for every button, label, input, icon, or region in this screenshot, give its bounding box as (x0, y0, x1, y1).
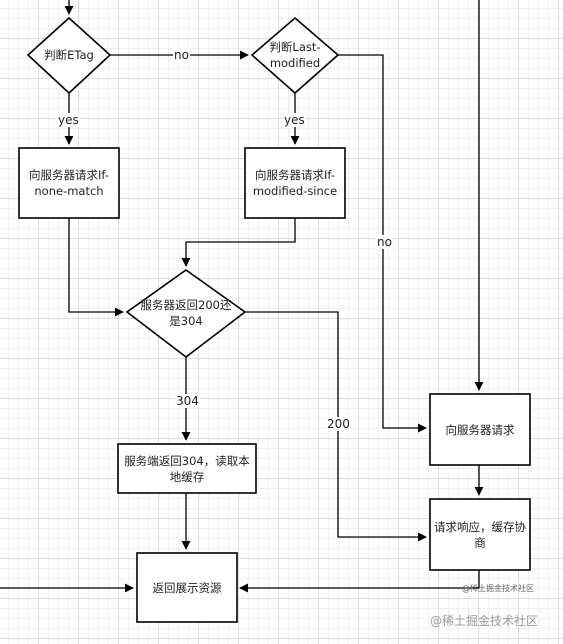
if-none-match-label: 向服务器请求If-none-match (29, 168, 109, 198)
if-modified-since-label: 向服务器请求If-modified-since (252, 168, 338, 198)
watermark: @稀土掘金技术社区 (430, 614, 539, 628)
server-return-diamond (125, 269, 247, 359)
edge-label-304: 304 (175, 394, 200, 408)
if-modified-since-box (244, 147, 346, 219)
show-resource-label: 返回展示资源 (152, 580, 222, 595)
edge-label-etag-yes: yes (57, 113, 80, 127)
edge-ifnone-to-server (68, 218, 124, 317)
lastmod-decision-diamond (250, 16, 340, 95)
etag-decision-label: 判断ETag (44, 48, 94, 62)
edge-label-etag-no: no (173, 48, 190, 62)
edge-response-to-show (239, 570, 480, 593)
request-server-box (429, 393, 531, 466)
server-return-label: 服务器返回200还是304 (140, 298, 232, 328)
edge-label-lastmod-yes: yes (283, 113, 306, 127)
return-304-label: 服务端返回304，读取本地缓存 (124, 453, 250, 484)
response-cache-box (429, 498, 531, 571)
response-cache-label: 请求响应，缓存协商 (434, 519, 526, 550)
return-304-box (117, 443, 257, 494)
request-server-label: 向服务器请求 (445, 422, 515, 437)
lastmod-decision-label: 判断Last-modified (269, 40, 321, 70)
edge-ifmod-to-server (181, 218, 296, 267)
watermark-small: @稀土掘金技术社区 (462, 584, 534, 593)
if-none-match-box (18, 147, 120, 219)
edge-label-200: 200 (326, 417, 351, 431)
show-resource-box (136, 552, 238, 623)
edge-label-lastmod-no: no (376, 235, 393, 249)
etag-decision-diamond (26, 16, 112, 95)
